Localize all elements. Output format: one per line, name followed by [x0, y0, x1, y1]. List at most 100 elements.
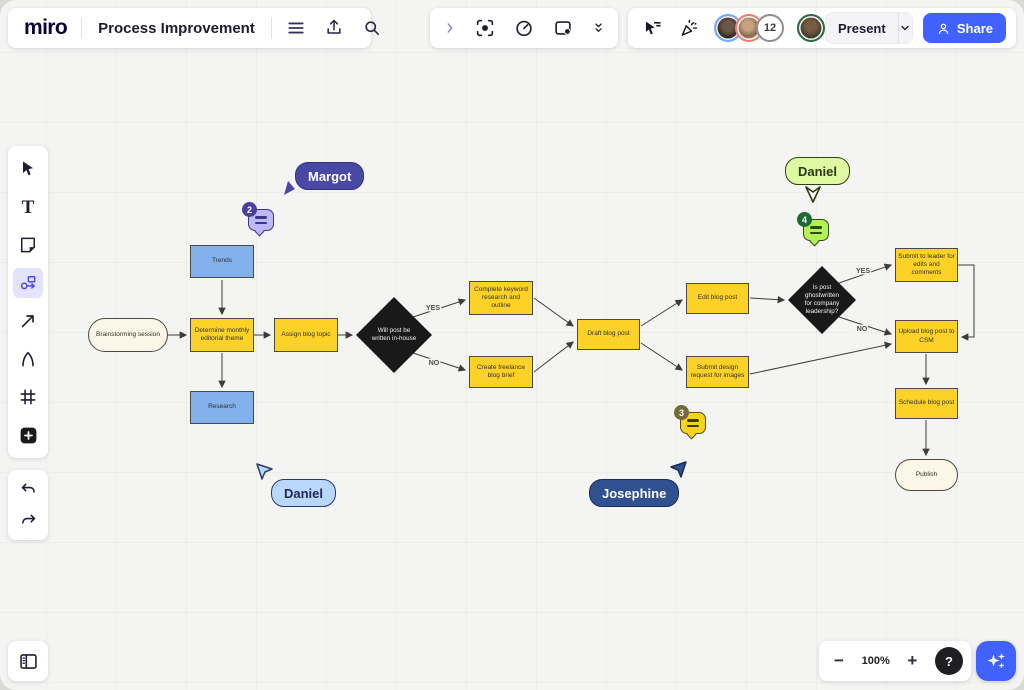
comment-thread-green[interactable]: 4	[803, 219, 829, 241]
divider	[271, 17, 272, 39]
node-draft-post[interactable]: Draft blog post	[577, 319, 640, 350]
comment-thread-purple[interactable]: 2	[248, 209, 274, 231]
ai-assistant-button[interactable]	[976, 641, 1016, 681]
node-trends[interactable]: Trends	[190, 245, 254, 278]
facilitation-toolbar	[430, 8, 618, 48]
pen-icon	[18, 349, 38, 369]
shapes-connector-icon	[18, 273, 38, 293]
node-design-request[interactable]: Submit design request for images	[686, 356, 749, 388]
facilitator-avatar[interactable]	[797, 14, 825, 42]
person-icon	[936, 21, 951, 36]
undo-icon	[19, 480, 38, 499]
redo-button[interactable]	[14, 507, 42, 535]
frame-icon	[18, 387, 38, 407]
edge-label-no-ghost: NO	[857, 326, 868, 333]
edge-label-yes-inhouse: YES	[426, 305, 440, 312]
edge-label-yes-ghost: YES	[856, 268, 870, 275]
collaborator-count-badge[interactable]: 12	[756, 14, 784, 42]
sticky-note-tool[interactable]	[13, 230, 43, 260]
miro-logo[interactable]: miro	[20, 16, 71, 40]
comment-count-badge: 3	[674, 405, 689, 420]
creation-toolbar: T	[8, 146, 48, 458]
node-schedule-post[interactable]: Schedule blog post	[895, 388, 958, 419]
edge-label-no-inhouse: NO	[429, 360, 440, 367]
comment-count-badge: 4	[797, 212, 812, 227]
sparkles-icon	[984, 649, 1008, 673]
node-assign-topic[interactable]: Assign blog topic	[274, 318, 338, 352]
focus-frame-icon	[474, 17, 496, 39]
node-decision-inhouse[interactable]: Will post be written in-house	[356, 297, 432, 373]
zoom-level[interactable]: 100%	[862, 655, 890, 667]
board-header-bar: miro Process Improvement	[8, 8, 371, 48]
collaboration-bar: 12 Present Share	[628, 8, 1016, 48]
comment-count-badge: 2	[242, 202, 257, 217]
select-tool[interactable]	[13, 154, 43, 184]
divider	[81, 17, 82, 39]
confetti-icon	[678, 18, 699, 39]
collapse-tools-button[interactable]	[588, 14, 608, 42]
frames-panel-button[interactable]	[14, 647, 42, 675]
zoom-in-button[interactable]: +	[900, 651, 924, 671]
node-decision-ghostwritten[interactable]: Is post ghostwritten for company leaders…	[788, 266, 856, 334]
node-publish[interactable]: Publish	[895, 459, 958, 491]
attention-management-button[interactable]	[471, 14, 499, 42]
panel-toggle-icon	[18, 651, 39, 672]
cursor-label-margot: Margot	[295, 162, 364, 190]
sticky-note-icon	[18, 235, 38, 255]
node-brainstorming-session[interactable]: Brainstorming session	[88, 318, 168, 352]
undo-button[interactable]	[14, 476, 42, 504]
chevron-right-icon	[443, 21, 457, 35]
share-button-label: Share	[957, 21, 993, 36]
search-icon	[362, 18, 382, 38]
chevron-down-icon	[899, 22, 911, 34]
history-toolbar	[8, 470, 48, 540]
more-tools-button[interactable]	[13, 420, 43, 450]
cursor-label-daniel-top: Daniel	[785, 157, 850, 185]
node-keyword-research[interactable]: Complete keyword research and outline	[469, 281, 533, 315]
select-cursor-icon	[18, 159, 38, 179]
share-button[interactable]: Share	[923, 13, 1006, 43]
node-submit-leader[interactable]: Submit to leader for edits and comments	[895, 248, 958, 282]
node-upload-csm[interactable]: Upload blog post to CSM	[895, 320, 958, 353]
export-button[interactable]	[320, 14, 348, 42]
double-chevron-down-icon	[591, 21, 606, 36]
decision-label: Will post be written in-house	[370, 327, 417, 343]
hamburger-icon	[286, 18, 306, 38]
cursor-label-josephine: Josephine	[589, 479, 679, 507]
text-tool[interactable]: T	[13, 192, 43, 222]
present-options-button[interactable]	[898, 13, 912, 43]
avatar-stack[interactable]: 12	[714, 14, 825, 42]
decision-label: Is post ghostwritten for company leaders…	[801, 284, 843, 317]
help-button[interactable]: ?	[935, 647, 963, 675]
node-edit-post[interactable]: Edit blog post	[686, 283, 749, 314]
present-control: Present	[825, 12, 913, 44]
hide-cursors-button[interactable]	[638, 14, 666, 42]
arrow-icon	[18, 311, 38, 331]
search-button[interactable]	[358, 14, 386, 42]
daniel-bottom-cursor-icon	[255, 462, 275, 482]
recording-button[interactable]	[549, 14, 577, 42]
board-title[interactable]: Process Improvement	[92, 20, 261, 37]
pen-tool[interactable]	[13, 344, 43, 374]
node-determine-theme[interactable]: Determine monthly editorial theme	[190, 318, 254, 352]
record-frame-icon	[552, 17, 574, 39]
plus-icon	[18, 425, 39, 446]
connector-tool[interactable]	[13, 306, 43, 336]
node-freelance-brief[interactable]: Create freelance blog brief	[469, 356, 533, 388]
collaborator-cursor-icon	[642, 18, 663, 39]
text-tool-icon: T	[22, 198, 35, 217]
reactions-button[interactable]	[674, 14, 702, 42]
daniel-top-cursor-icon	[803, 184, 823, 204]
frame-tool[interactable]	[13, 382, 43, 412]
shapes-tool[interactable]	[13, 268, 43, 298]
zoom-out-button[interactable]: −	[827, 651, 851, 671]
comment-thread-yellow[interactable]: 3	[680, 412, 706, 434]
expand-toolbar-button[interactable]	[440, 14, 460, 42]
main-menu-button[interactable]	[282, 14, 310, 42]
timer-icon	[513, 17, 535, 39]
present-button[interactable]: Present	[826, 21, 898, 36]
node-research[interactable]: Research	[190, 391, 254, 424]
timer-button[interactable]	[510, 14, 538, 42]
export-icon	[324, 18, 344, 38]
